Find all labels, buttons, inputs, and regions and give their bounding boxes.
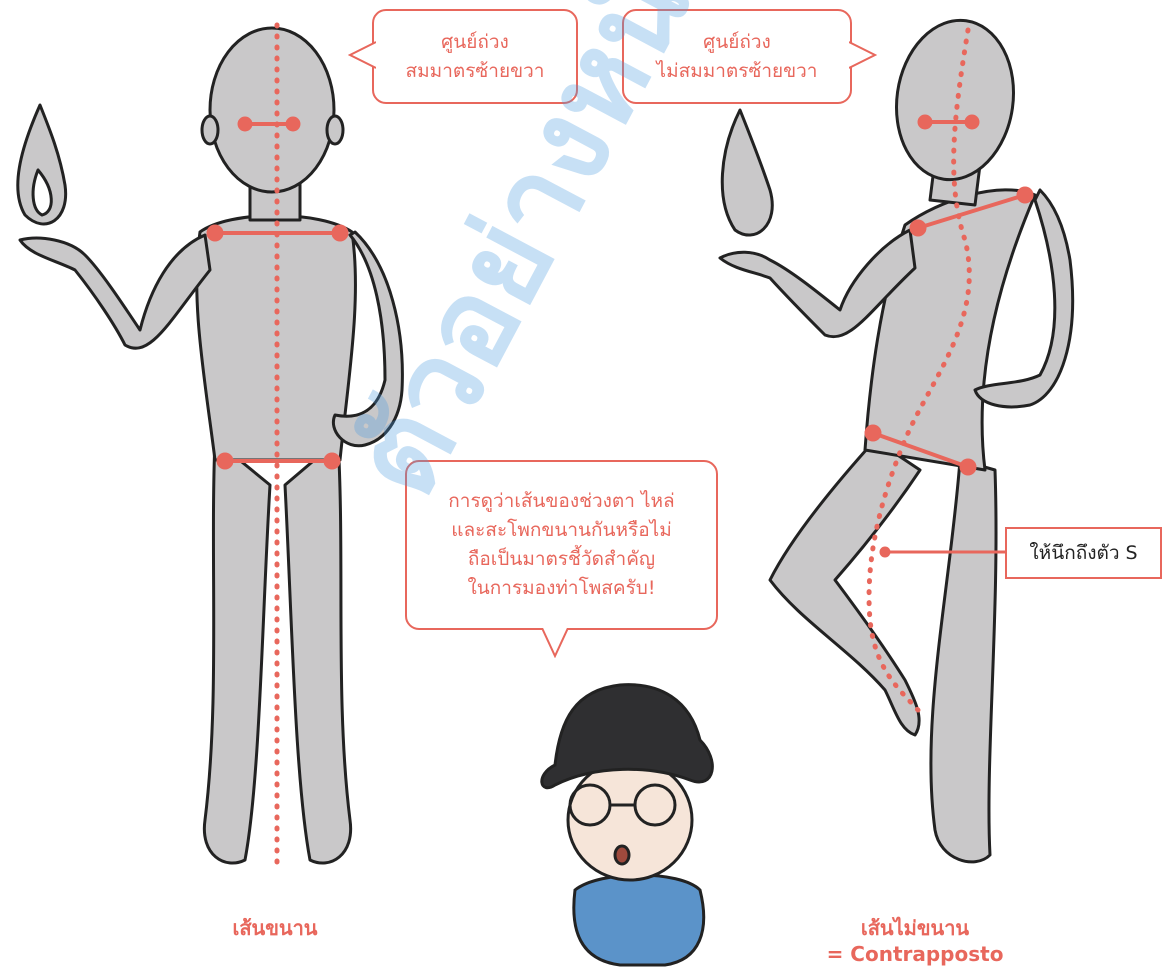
label-parallel: เส้นขนาน: [200, 912, 350, 944]
character-face: [568, 760, 692, 880]
bubble-tail: [348, 40, 376, 70]
character-shirt: [574, 875, 704, 965]
bubble-tail: [849, 40, 877, 70]
right-figure: [720, 13, 1073, 862]
s-curve-note: ให้นึกถึงตัว S: [1005, 527, 1162, 579]
narrator-character: [542, 685, 713, 965]
label-not-parallel: เส้นไม่ขนาน: [830, 912, 1000, 944]
bubble-line: ถือเป็นมาตรชี้วัดสำคัญ: [407, 545, 716, 574]
label-contrapposto: = Contrapposto: [820, 942, 1010, 966]
right-flame-icon: [722, 110, 772, 235]
bubble-tail: [540, 628, 570, 658]
bubble-line: ในการมองท่าโพสครับ!: [407, 574, 716, 603]
